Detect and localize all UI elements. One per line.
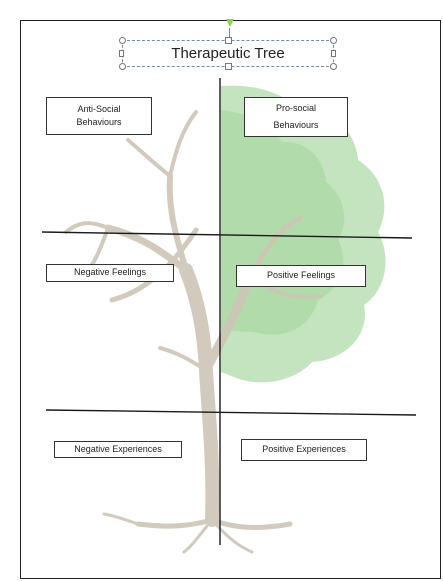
label-anti-social-behaviours-text: Anti-Social Behaviours — [76, 103, 122, 127]
resize-handle-icon[interactable] — [331, 50, 336, 57]
label-positive-feelings-text: Positive Feelings — [266, 270, 336, 281]
label-negative-feelings-text: Negative Feelings — [73, 267, 147, 278]
label-pro-social-behaviours-text: Pro-social Behaviours — [273, 102, 319, 130]
resize-handle-icon[interactable] — [330, 37, 337, 44]
upper-horizontal-divider — [41, 231, 413, 239]
resize-handle-icon[interactable] — [119, 50, 124, 57]
label-pro-social-behaviours[interactable]: Pro-social Behaviours — [244, 97, 348, 137]
label-negative-experiences-text: Negative Experiences — [74, 443, 162, 454]
lower-horizontal-divider — [45, 409, 417, 416]
label-positive-experiences[interactable]: Positive Experiences — [241, 439, 367, 461]
label-anti-social-behaviours[interactable]: Anti-Social Behaviours — [46, 97, 152, 135]
label-positive-experiences-text: Positive Experiences — [262, 444, 346, 455]
rotate-handle-icon[interactable] — [225, 18, 235, 28]
rotate-handle-stem — [229, 28, 230, 40]
resize-handle-icon[interactable] — [225, 37, 232, 44]
resize-handle-icon[interactable] — [330, 63, 337, 70]
label-negative-feelings[interactable]: Negative Feelings — [46, 264, 174, 282]
resize-handle-icon[interactable] — [225, 63, 232, 70]
resize-handle-icon[interactable] — [119, 37, 126, 44]
tree-foliage — [221, 85, 386, 383]
resize-handle-icon[interactable] — [119, 63, 126, 70]
label-negative-experiences[interactable]: Negative Experiences — [54, 441, 182, 458]
page-title: Therapeutic Tree — [171, 45, 285, 62]
label-positive-feelings[interactable]: Positive Feelings — [236, 265, 366, 287]
